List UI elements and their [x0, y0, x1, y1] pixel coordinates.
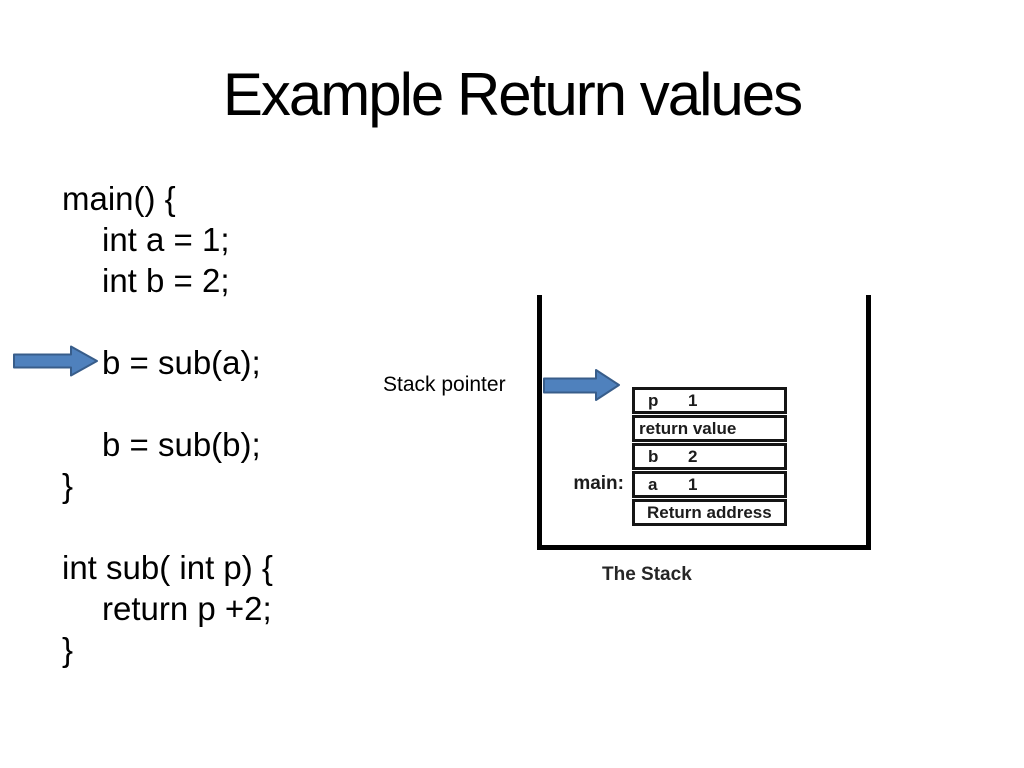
stack-pointer-arrow-icon [543, 369, 620, 401]
frame-value: 1 [688, 475, 698, 494]
stack-caption: The Stack [602, 564, 692, 585]
stack-pointer-label: Stack pointer [383, 373, 506, 396]
frame-value: 2 [688, 447, 698, 466]
code-line: int a = 1; [102, 221, 230, 258]
code-line: } [62, 467, 74, 504]
stack-frame-row-return-address: Return address [632, 499, 787, 526]
code-block: main() { int a = 1; int b = 2; b = sub(a… [62, 178, 273, 670]
frame-name: b [648, 447, 659, 466]
frame-label: return value [639, 419, 737, 438]
code-line: int sub( int p) { [62, 549, 273, 586]
code-line-current: b = sub(a); [102, 344, 261, 381]
frame-label: Return address [647, 503, 772, 522]
code-line-blank [62, 506, 273, 547]
arrow-shape [543, 369, 620, 401]
code-line: } [62, 631, 74, 668]
code-line-blank [62, 383, 273, 424]
stack-container [537, 295, 871, 550]
frame-value: 1 [688, 391, 698, 410]
frame-name: a [648, 475, 658, 494]
code-line: b = sub(b); [102, 426, 261, 463]
frame-name: p [648, 391, 659, 410]
code-line: int b = 2; [102, 262, 230, 299]
current-line-arrow-icon [13, 345, 98, 377]
code-line-blank [62, 301, 273, 342]
main-frame-label: main: [573, 473, 624, 494]
arrow-shape [13, 345, 98, 377]
stack-frame-row-return-value: return value [632, 415, 787, 442]
code-line: main() { [62, 180, 176, 217]
code-line: return p +2; [102, 590, 272, 627]
page-title: Example Return values [222, 61, 803, 128]
